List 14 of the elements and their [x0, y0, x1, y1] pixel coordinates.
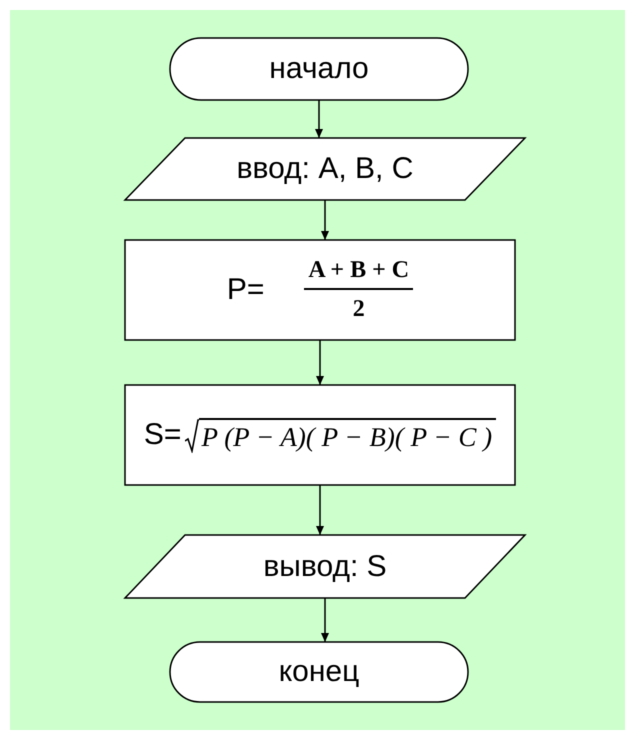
fraction-denominator: 2 — [352, 295, 365, 323]
terminal-label: конец — [278, 655, 360, 689]
arrow — [321, 598, 329, 642]
arrow — [315, 100, 323, 138]
arrow — [316, 340, 324, 385]
formula-label: P= — [226, 273, 264, 307]
formula-label: S= — [144, 418, 182, 452]
radicand-expression: P (P − A)( P − B)( P − C ) — [199, 418, 496, 452]
fraction-numerator: A + B + C — [304, 257, 414, 290]
terminal-label: начало — [269, 52, 369, 86]
io-label: ввод: A, B, C — [236, 152, 414, 186]
io-label: вывод: S — [263, 550, 387, 584]
arrow — [316, 485, 324, 535]
arrow — [321, 200, 329, 240]
